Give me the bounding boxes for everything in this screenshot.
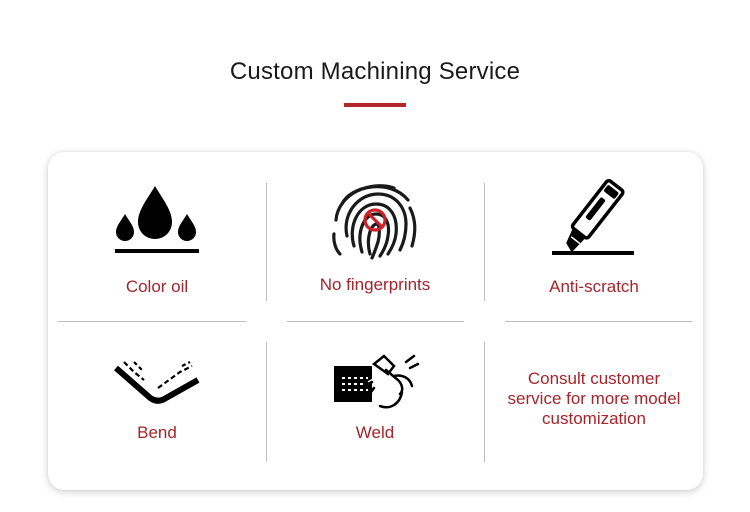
weld-icon <box>334 354 420 409</box>
oil-drops-icon <box>115 186 199 253</box>
consult-line-3: customization <box>542 409 646 428</box>
bend-icon <box>114 361 200 404</box>
divider-vertical <box>266 342 267 462</box>
divider-horizontal <box>505 321 692 322</box>
utility-knife-icon <box>552 178 634 255</box>
feature-label-bend: Bend <box>137 423 177 442</box>
divider-vertical <box>484 183 485 301</box>
page-title: Custom Machining Service <box>229 58 521 85</box>
feature-label-color-oil: Color oil <box>125 277 189 296</box>
title-underline <box>344 103 406 107</box>
divider-horizontal <box>58 321 246 322</box>
divider-vertical <box>484 342 485 462</box>
feature-label-weld: Weld <box>355 423 395 442</box>
feature-label-anti-scratch: Anti-scratch <box>549 277 639 296</box>
divider-horizontal <box>287 321 464 322</box>
feature-label-no-fingerprints: No fingerprints <box>319 275 431 294</box>
consult-text: Consult customer service for more model … <box>484 369 704 429</box>
consult-line-2: service for more model <box>507 389 681 408</box>
consult-line-1: Consult customer <box>527 369 661 388</box>
divider-vertical <box>266 183 267 301</box>
fingerprint-icon <box>332 184 417 260</box>
